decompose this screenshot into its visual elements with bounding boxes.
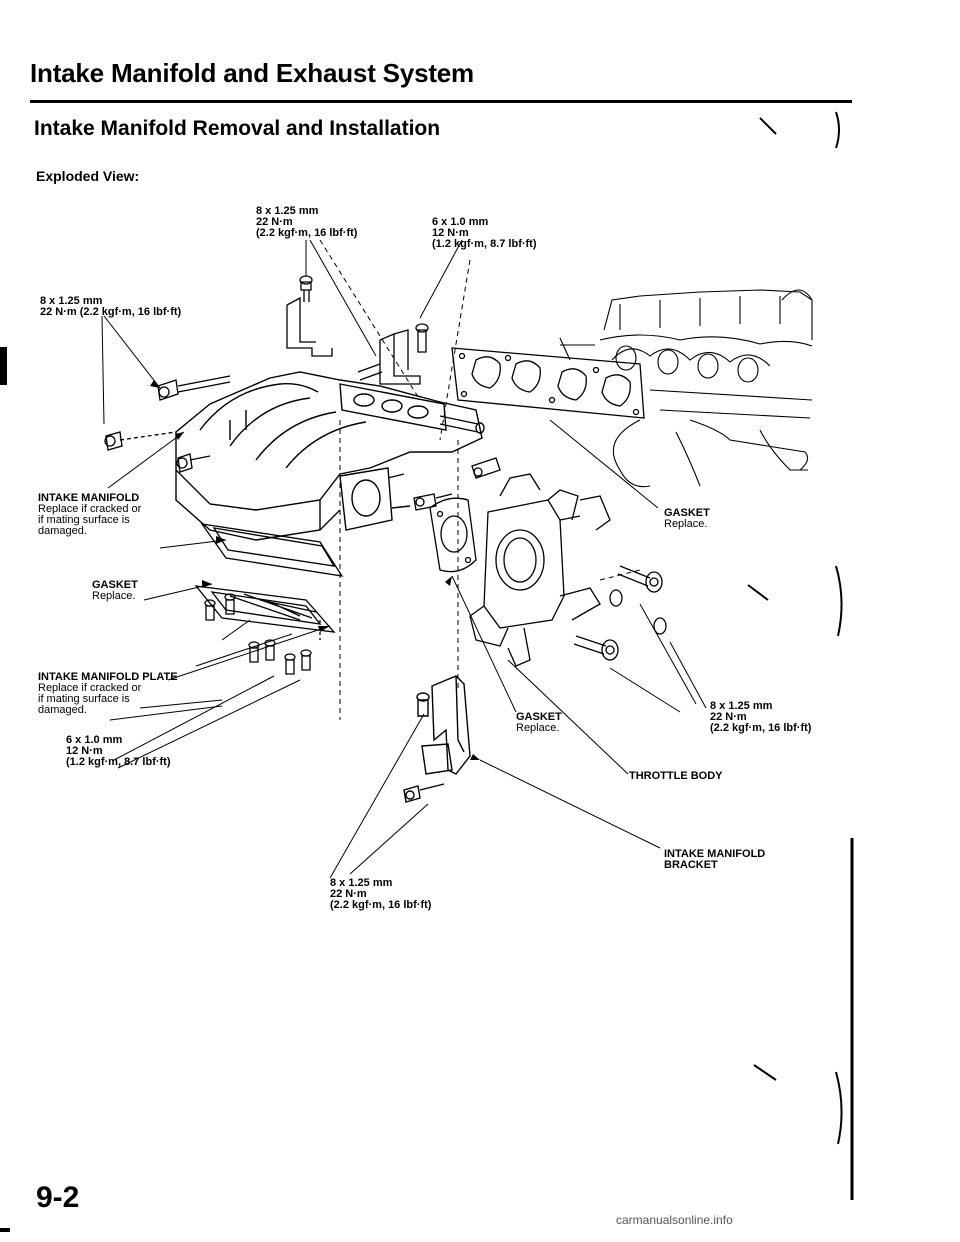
callout-torque-alt: (2.2 kgf·m, 16 lbf·ft) <box>256 227 358 239</box>
callout-torque-alt: (1.2 kgf·m, 8.7 lbf·ft) <box>432 238 537 250</box>
callout-gasket-right: GASKET Replace. <box>664 508 710 530</box>
binding-marks <box>747 111 854 1200</box>
callout-torque-alt: (2.2 kgf·m, 16 lbf·ft) <box>330 899 432 911</box>
callout-note: Replace. <box>92 590 136 602</box>
callout-torque-alt: (1.2 kgf·m, 8.7 lbf·ft) <box>66 756 171 768</box>
callout-throttle-body: THROTTLE BODY <box>629 771 723 782</box>
throttle-bolts <box>573 565 667 661</box>
callout-note-line: Replace if cracked or <box>38 682 142 694</box>
arrowheads <box>150 380 480 760</box>
bottom-mark <box>0 1228 10 1232</box>
callout-size: 8 x 1.25 mm <box>710 700 773 712</box>
callout-title: INTAKE MANIFOLD PLATE <box>38 671 178 683</box>
throttle-body-drawing <box>469 473 611 667</box>
callout-gasket-left: GASKET Replace. <box>92 580 138 602</box>
margin-tab-mark <box>0 347 7 385</box>
leader-lines <box>101 239 707 879</box>
callout-size: 6 x 1.0 mm <box>66 734 123 746</box>
callout-note-line: damaged. <box>38 525 87 537</box>
callout-bolt-left: 8 x 1.25 mm 22 N·m (2.2 kgf·m, 16 lbf·ft… <box>40 296 181 318</box>
side-bolts <box>104 375 501 511</box>
callout-gasket-center: GASKET Replace. <box>516 712 562 734</box>
callout-note-line: if mating surface is <box>38 514 130 526</box>
callout-title: GASKET <box>516 711 562 723</box>
callout-manifold-plate: INTAKE MANIFOLD PLATE Replace if cracked… <box>38 672 178 716</box>
view-label: Exploded View: <box>36 168 140 184</box>
callout-size: 8 x 1.25 mm <box>256 205 319 217</box>
callout-note: Replace. <box>516 722 560 734</box>
callout-torque-nm: 22 N·m <box>256 216 293 228</box>
manifold-gasket-right <box>451 347 645 419</box>
callout-torque-alt: (2.2 kgf·m, 16 lbf·ft) <box>710 722 812 734</box>
callout-title: INTAKE MANIFOLD <box>38 492 140 504</box>
callout-bolt-bracket: 8 x 1.25 mm 22 N·m (2.2 kgf·m, 16 lbf·ft… <box>330 878 431 911</box>
callout-size: 6 x 1.0 mm <box>432 216 489 228</box>
callout-title: THROTTLE BODY <box>629 770 723 782</box>
callout-manifold-bracket: INTAKE MANIFOLD BRACKET <box>664 849 765 871</box>
title-rule <box>30 100 852 103</box>
callout-torque-nm: 12 N·m <box>432 227 469 239</box>
page-title: Intake Manifold and Exhaust System <box>30 58 474 88</box>
throttle-gasket-drawing <box>429 497 477 573</box>
callout-bolt-top-left: 8 x 1.25 mm 22 N·m (2.2 kgf·m, 16 lbf·ft… <box>256 206 357 239</box>
cylinder-head-drawing <box>559 289 813 488</box>
callout-title-2: BRACKET <box>664 859 718 871</box>
upper-brackets <box>286 275 429 385</box>
callout-torque-nm: 12 N·m <box>66 745 103 757</box>
section-title: Intake Manifold Removal and Installation <box>34 117 441 140</box>
intake-manifold-drawing <box>175 371 485 541</box>
callout-title: GASKET <box>92 579 138 591</box>
callout-intake-manifold: INTAKE MANIFOLD Replace if cracked or if… <box>38 493 141 537</box>
callout-note: Replace. <box>664 518 708 530</box>
callout-torque-nm: 22 N·m <box>710 711 747 723</box>
callout-size: 8 x 1.25 mm <box>40 295 103 307</box>
callout-bolt-plate: 6 x 1.0 mm 12 N·m (1.2 kgf·m, 8.7 lbf·ft… <box>66 735 171 768</box>
callout-bolt-top-right: 6 x 1.0 mm 12 N·m (1.2 kgf·m, 8.7 lbf·ft… <box>432 217 537 250</box>
callout-size: 8 x 1.25 mm <box>330 877 393 889</box>
assembly-guide-lines <box>319 239 641 720</box>
manifold-plate-gaskets <box>194 523 344 675</box>
page-number: 9-2 <box>36 1181 80 1214</box>
callout-note-line: damaged. <box>38 704 87 716</box>
callout-title: INTAKE MANIFOLD <box>664 848 766 860</box>
callout-torque: 22 N·m (2.2 kgf·m, 16 lbf·ft) <box>40 306 182 318</box>
callout-bolt-throttle: 8 x 1.25 mm 22 N·m (2.2 kgf·m, 16 lbf·ft… <box>710 701 811 734</box>
callout-note-line: if mating surface is <box>38 693 130 705</box>
manifold-bracket-drawing <box>403 675 471 803</box>
callout-torque-nm: 22 N·m <box>330 888 367 900</box>
watermark: carmanualsonline.info <box>616 1213 733 1227</box>
callout-note-line: Replace if cracked or <box>38 503 142 515</box>
callout-title: GASKET <box>664 507 710 519</box>
